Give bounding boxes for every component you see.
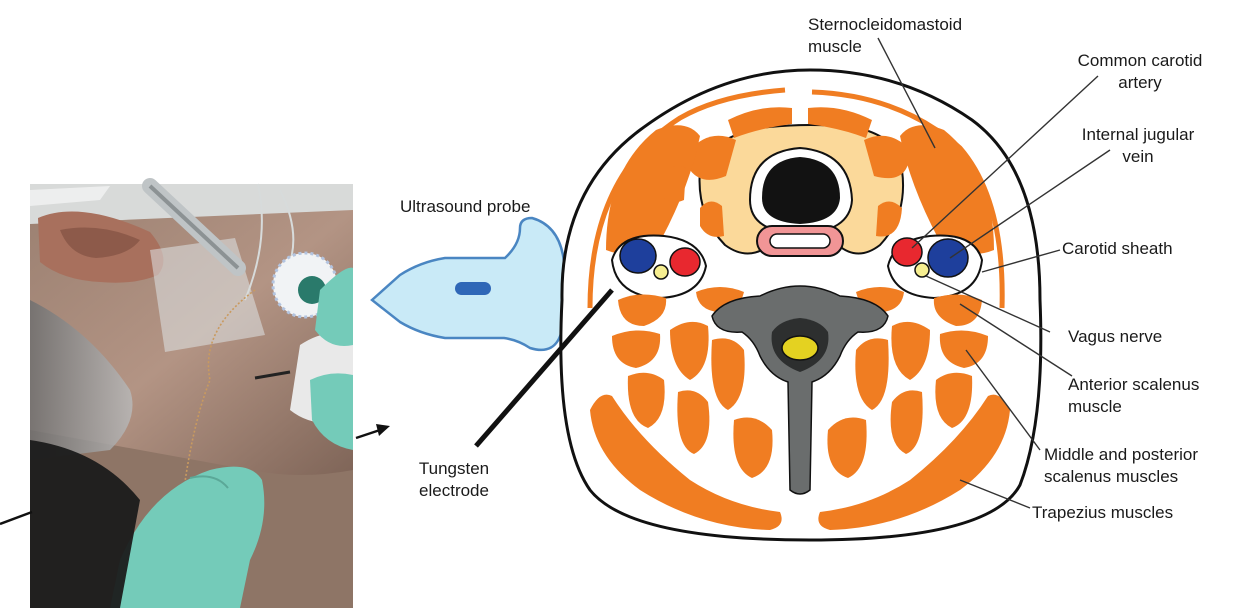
- vagus-nerve-right: [915, 263, 929, 277]
- label-common-carotid-artery: Common carotid artery: [1060, 50, 1220, 94]
- label-vagus-nerve: Vagus nerve: [1068, 326, 1162, 348]
- label-tungsten-electrode: Tungsten electrode: [404, 458, 504, 502]
- ultrasound-probe-diagram: [372, 218, 566, 350]
- procedure-photo: [30, 184, 353, 608]
- label-carotid-sheath: Carotid sheath: [1062, 238, 1173, 260]
- label-internal-jugular-vein: Internal jugular vein: [1058, 124, 1218, 168]
- photo-to-diagram-arrow: [356, 424, 390, 438]
- common-carotid-artery-left: [670, 248, 700, 276]
- label-sternocleidomastoid: Sternocleidomastoid muscle: [808, 14, 962, 58]
- label-trapezius: Trapezius muscles: [1032, 502, 1173, 524]
- internal-jugular-vein-left: [620, 239, 656, 273]
- left-pointer-line: [0, 512, 32, 524]
- vagus-nerve-left: [654, 265, 668, 279]
- internal-jugular-vein-right: [928, 239, 968, 277]
- neck-cross-section: [561, 70, 1041, 540]
- label-middle-posterior-scalenus: Middle and posterior scalenus muscles: [1044, 444, 1198, 488]
- spinal-cord: [782, 336, 818, 360]
- label-anterior-scalenus: Anterior scalenus muscle: [1068, 374, 1199, 418]
- label-ultrasound-probe: Ultrasound probe: [400, 196, 530, 218]
